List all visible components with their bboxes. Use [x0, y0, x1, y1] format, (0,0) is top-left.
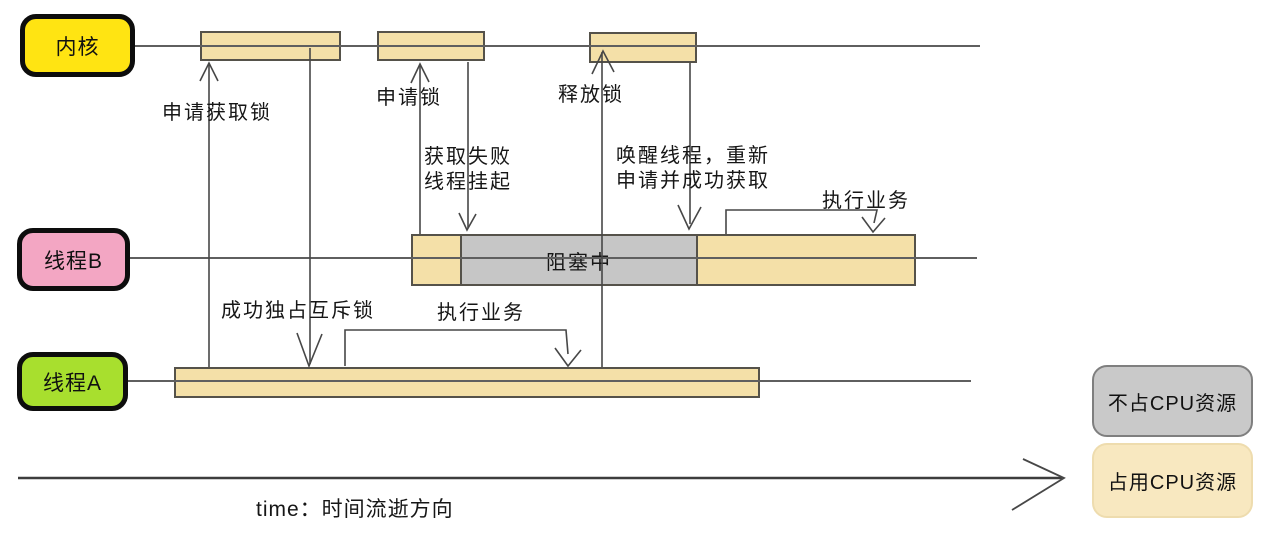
kernel-cpu-bar-1	[200, 31, 341, 61]
time-axis-label: time：时间流逝方向	[256, 498, 454, 521]
note-exec-business-thread-b: 执行业务	[822, 190, 910, 212]
note-wake-line1: 唤醒线程，重新	[616, 145, 770, 167]
note-request-acquire-lock: 申请获取锁	[162, 102, 272, 124]
note-wake-thread: 唤醒线程，重新 申请并成功获取	[616, 144, 770, 194]
thread-b-blocked-segment: 阻塞中	[460, 234, 698, 286]
legend-no-cpu-label: 不占CPU资源	[1107, 392, 1238, 415]
thread-a-cpu-bar	[174, 367, 760, 398]
time-axis-arrow	[18, 458, 1066, 511]
note-acquire-fail-line2: 线程挂起	[424, 171, 512, 193]
blocked-label: 阻塞中	[546, 251, 612, 274]
kernel-lane-label: 内核	[55, 35, 100, 59]
note-request-lock: 申请锁	[376, 87, 442, 109]
thread-b-running-segment-1	[411, 234, 462, 286]
kernel-cpu-bar-3	[589, 32, 697, 63]
note-acquire-fail-suspend: 获取失败 线程挂起	[424, 145, 512, 195]
thread-b-running-segment-2	[696, 234, 916, 286]
note-exec-business-thread-a: 执行业务	[437, 302, 525, 324]
thread-b-bar: 阻塞中	[411, 234, 918, 286]
thread-b-lane-label: 线程B	[43, 249, 103, 273]
note-wake-line2: 申请并成功获取	[616, 170, 770, 192]
bracket-exec-business-thread-a	[344, 329, 582, 368]
kernel-lane-box: 内核	[20, 14, 135, 77]
note-exclusive-lock-success: 成功独占互斥锁	[221, 300, 375, 322]
thread-a-lane-box: 线程A	[17, 352, 128, 411]
thread-a-lane-label: 线程A	[42, 371, 102, 395]
legend-no-cpu-box: 不占CPU资源	[1092, 365, 1253, 437]
thread-b-lane-box: 线程B	[17, 228, 130, 291]
note-release-lock: 释放锁	[558, 84, 624, 106]
kernel-cpu-bar-2	[377, 31, 485, 61]
legend-cpu-box: 占用CPU资源	[1092, 443, 1253, 518]
note-acquire-fail-line1: 获取失败	[424, 146, 512, 168]
legend-cpu-label: 占用CPU资源	[1107, 472, 1238, 494]
